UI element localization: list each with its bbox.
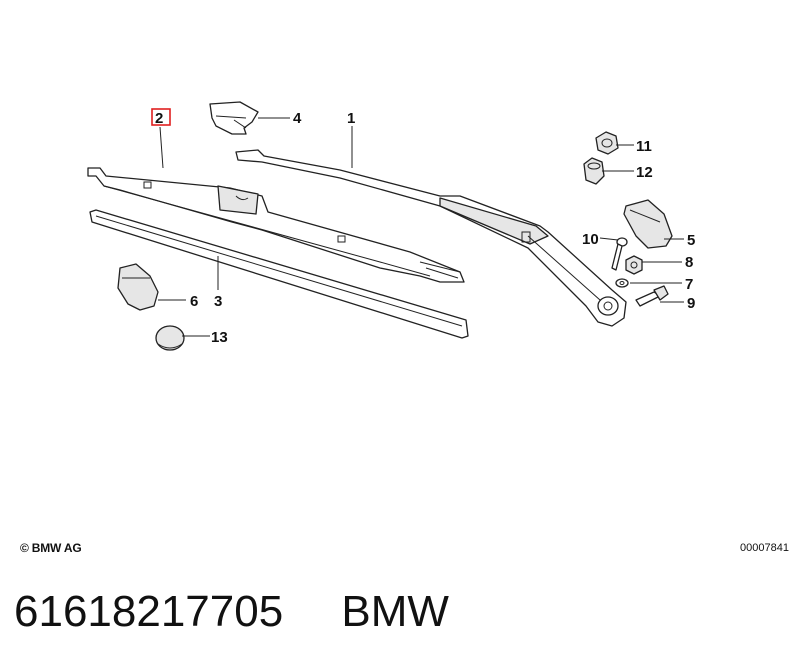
callout-5[interactable]: 5 (687, 232, 695, 249)
hex-nut-upper[interactable] (595, 131, 619, 155)
cover-cap[interactable] (623, 199, 673, 249)
hex-nut[interactable] (625, 255, 643, 275)
wiper-blade-frame[interactable] (87, 167, 465, 283)
callout-8[interactable]: 8 (685, 254, 693, 271)
callout-11[interactable]: 11 (636, 138, 652, 155)
wiper-blade-rubber[interactable] (89, 209, 469, 339)
clip-part[interactable] (209, 101, 259, 135)
callout-4[interactable]: 4 (293, 110, 302, 127)
bolt-long[interactable] (635, 285, 669, 307)
end-cap[interactable] (117, 263, 159, 311)
callout-7[interactable]: 7 (685, 276, 693, 293)
footer: 61618217705 BMW (14, 584, 449, 640)
brand-name: BMW (341, 587, 449, 636)
callout-10[interactable]: 10 (582, 231, 599, 248)
callout-13[interactable]: 13 (211, 329, 228, 346)
part-number: 61618217705 (14, 587, 284, 636)
leader-lines (158, 117, 684, 337)
document-number: 00007841 (740, 542, 789, 554)
washer[interactable] (615, 278, 629, 288)
plug-cap[interactable] (155, 325, 185, 351)
callout-2-highlight-box (151, 108, 171, 126)
cap-nut[interactable] (583, 157, 605, 185)
wiper-arm[interactable] (235, 149, 627, 327)
callout-6[interactable]: 6 (190, 293, 198, 310)
callout-3[interactable]: 3 (214, 293, 222, 310)
callout-2[interactable]: 2 (155, 110, 163, 127)
callout-1[interactable]: 1 (347, 110, 355, 127)
bolt-small[interactable] (611, 237, 628, 271)
copyright-notice: © BMW AG (20, 541, 82, 555)
callout-12[interactable]: 12 (636, 164, 653, 181)
callouts: 2 1 4 3 6 13 11 12 10 5 8 7 9 (151, 108, 695, 346)
callout-9[interactable]: 9 (687, 295, 695, 312)
